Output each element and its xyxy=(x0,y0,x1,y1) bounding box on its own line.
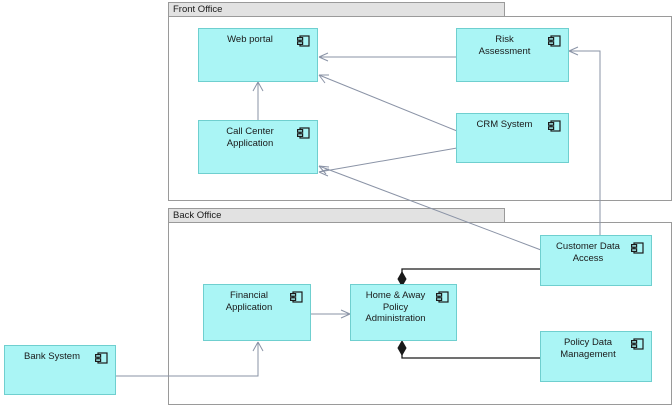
component-crm-system-label: CRM System xyxy=(476,119,533,130)
uml-component-icon xyxy=(631,338,644,350)
uml-component-icon xyxy=(631,242,644,254)
component-risk-assessment[interactable]: Risk Assessment xyxy=(456,28,569,82)
uml-component-icon xyxy=(548,120,561,132)
uml-component-icon xyxy=(548,35,561,47)
component-home-away-policy-administration[interactable]: Home & Away Policy Administration xyxy=(350,284,457,341)
component-risk-assessment-label: Risk Assessment xyxy=(478,34,531,57)
package-front-office-title: Front Office xyxy=(168,2,505,17)
component-policy-data-management[interactable]: Policy Data Management xyxy=(540,331,652,382)
component-bank-system[interactable]: Bank System xyxy=(4,345,116,395)
component-home-away-policy-administration-label: Home & Away Policy Administration xyxy=(365,290,426,324)
component-bank-system-label: Bank System xyxy=(24,351,80,362)
component-crm-system[interactable]: CRM System xyxy=(456,113,569,163)
uml-component-icon xyxy=(95,352,108,364)
uml-component-icon xyxy=(436,291,449,303)
package-back-office-title: Back Office xyxy=(168,208,505,223)
component-call-center-application-label: Call Center Application xyxy=(226,126,274,149)
component-web-portal-label: Web portal xyxy=(227,34,273,45)
uml-component-icon xyxy=(297,35,310,47)
uml-component-icon xyxy=(290,291,303,303)
component-policy-data-management-label: Policy Data Management xyxy=(560,337,616,360)
component-customer-data-access[interactable]: Customer Data Access xyxy=(540,235,652,286)
component-customer-data-access-label: Customer Data Access xyxy=(556,241,620,264)
component-financial-application-label: Financial Application xyxy=(225,290,273,313)
component-call-center-application[interactable]: Call Center Application xyxy=(198,120,318,174)
component-financial-application[interactable]: Financial Application xyxy=(203,284,311,341)
uml-component-icon xyxy=(297,127,310,139)
component-web-portal[interactable]: Web portal xyxy=(198,28,318,82)
